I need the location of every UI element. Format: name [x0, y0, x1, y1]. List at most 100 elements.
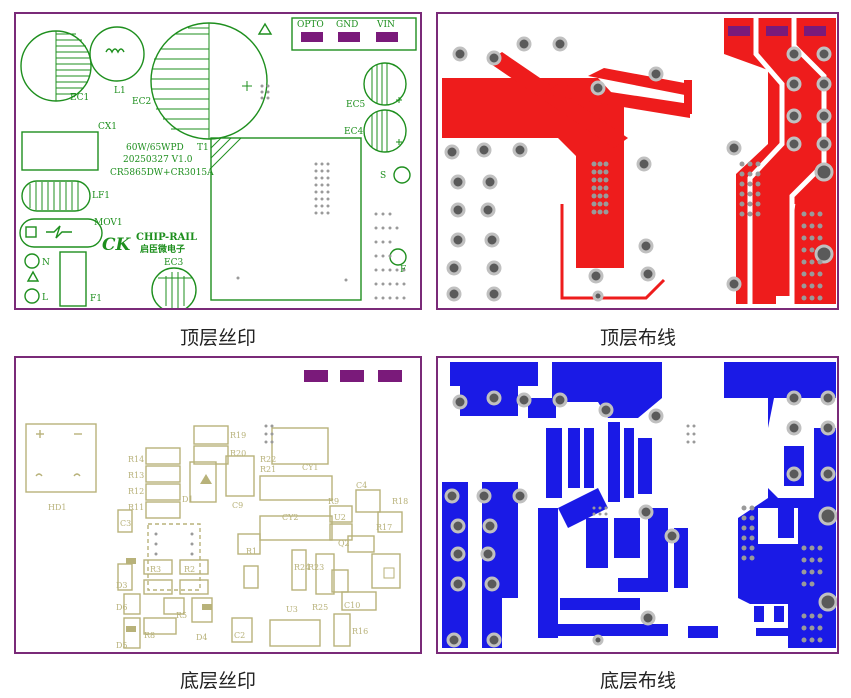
- ec3-label: EC3: [164, 258, 183, 268]
- d5-label: D5: [116, 641, 128, 650]
- connector-box: [291, 17, 417, 51]
- bottom-pads: [444, 390, 837, 648]
- t1-outline: [210, 137, 362, 301]
- opto-pad-top: [728, 26, 750, 36]
- vin-label: VIN: [376, 20, 395, 30]
- top-silk-drawing: CK OPTO GND VIN EC1 L1 EC2 EC5 EC4 CX1 T…: [19, 17, 417, 308]
- hd1-label: HD1: [48, 503, 66, 512]
- gnd-label: GND: [336, 20, 358, 30]
- caption-top-silk: 顶层丝印: [179, 327, 256, 349]
- r18-label: R18: [392, 497, 408, 506]
- f-terminal: [389, 248, 407, 266]
- bottom-route-drawing: [442, 362, 837, 650]
- q2-label: Q2: [338, 539, 350, 548]
- lf1-outline: [21, 180, 91, 212]
- cx1-outline: [21, 131, 99, 171]
- cy2-label: CY2: [282, 513, 299, 522]
- info-line-1: 60W/65WPD: [126, 143, 184, 153]
- info-line-3: CR5865DW+CR3015A: [110, 168, 214, 178]
- r25-label: R25: [312, 603, 328, 612]
- svg-text:CK: CK: [102, 235, 132, 255]
- logo-brand: CHIP-RAIL: [136, 232, 197, 243]
- r12-label: R12: [128, 487, 144, 496]
- logo-cn: 启臣微电子: [140, 243, 185, 255]
- ec5-outline: [363, 62, 407, 106]
- t1-label: T1: [197, 143, 209, 153]
- n-label: N: [42, 258, 50, 268]
- r17-label: R17: [376, 523, 392, 532]
- chip-rail-logo: CK: [102, 235, 132, 255]
- caption-bottom-route: 底层布线: [599, 670, 676, 692]
- r9-label: R9: [328, 497, 339, 506]
- r13-label: R13: [128, 471, 144, 480]
- r20-label: R20: [230, 449, 246, 458]
- ec1-label: EC1: [70, 93, 89, 103]
- caption-top-route: 顶层布线: [599, 327, 676, 349]
- vin-pad: [376, 32, 398, 42]
- r2-label: R2: [184, 565, 195, 574]
- gnd-pad: [338, 32, 360, 42]
- ec5-label: EC5: [346, 100, 365, 110]
- f1-label: F1: [90, 294, 102, 304]
- r24-label: R24: [294, 563, 310, 572]
- r16-label: R16: [352, 627, 368, 636]
- d4-label: D4: [196, 633, 208, 642]
- cx1-label: CX1: [98, 122, 117, 132]
- lf1-label: LF1: [92, 191, 110, 201]
- ec3-outline: [151, 267, 197, 308]
- mov1-outline: [19, 218, 103, 248]
- bottom-route-panel: [436, 356, 839, 654]
- r8-label: R8: [144, 631, 155, 640]
- pads: [444, 36, 834, 302]
- info-line-2: 20250327 V1.0: [123, 155, 193, 165]
- s-label: S: [380, 171, 386, 181]
- hd1-outline: [25, 423, 97, 493]
- l-terminal: [24, 288, 40, 304]
- c2-label: C2: [234, 631, 245, 640]
- vin-pad-top: [804, 26, 826, 36]
- r11-label: R11: [128, 503, 144, 512]
- top-silk-panel: CK OPTO GND VIN EC1 L1 EC2 EC5 EC4 CX1 T…: [14, 12, 422, 310]
- c10-label: C10: [344, 601, 360, 610]
- s-terminal: [393, 166, 411, 184]
- gnd-pad-top: [766, 26, 788, 36]
- opto-label: OPTO: [297, 20, 324, 30]
- u3-label: U3: [286, 605, 298, 614]
- mov1-label: MOV1: [94, 218, 123, 228]
- d1-label: D1: [182, 495, 194, 504]
- c4-label: C4: [356, 481, 367, 490]
- via-array: [236, 84, 406, 300]
- r19-label: R19: [230, 431, 246, 440]
- d6-label: D6: [116, 603, 128, 612]
- opto-pad: [301, 32, 323, 42]
- n-terminal: [24, 253, 40, 269]
- r21-label: R21: [260, 465, 276, 474]
- d3-label: D3: [116, 581, 128, 590]
- r3-label: R3: [150, 565, 161, 574]
- connector-pad-1: [304, 370, 328, 382]
- r14-label: R14: [128, 455, 144, 464]
- c3-label: C3: [120, 519, 131, 528]
- top-route-panel: [436, 12, 839, 310]
- l1-outline: [89, 26, 145, 82]
- u2-label: U2: [334, 513, 346, 522]
- connector-pad-3: [378, 370, 402, 382]
- bottom-silk-panel: HD1 R19 R20 R14 R13 R12 R11 R22 R21 CY1 …: [14, 356, 422, 654]
- l1-label: L1: [114, 86, 126, 96]
- ec4-outline: [363, 109, 407, 153]
- top-route-drawing: [442, 18, 836, 306]
- caption-bottom-silk: 底层丝印: [179, 670, 256, 692]
- l-label: L: [42, 293, 48, 303]
- ec2-label: EC2: [132, 97, 151, 107]
- r23-label: R23: [308, 563, 324, 572]
- f1-outline: [59, 251, 87, 307]
- r1-label: R1: [246, 547, 257, 556]
- connector-pad-2: [340, 370, 364, 382]
- ec4-label: EC4: [344, 127, 363, 137]
- f-label: F: [400, 265, 406, 275]
- r22-label: R22: [260, 455, 276, 464]
- bottom-silk-drawing: HD1 R19 R20 R14 R13 R12 R11 R22 R21 CY1 …: [25, 370, 408, 650]
- c9-label: C9: [232, 501, 243, 510]
- r5-label: R5: [176, 611, 187, 620]
- cy1-label: CY1: [302, 463, 319, 472]
